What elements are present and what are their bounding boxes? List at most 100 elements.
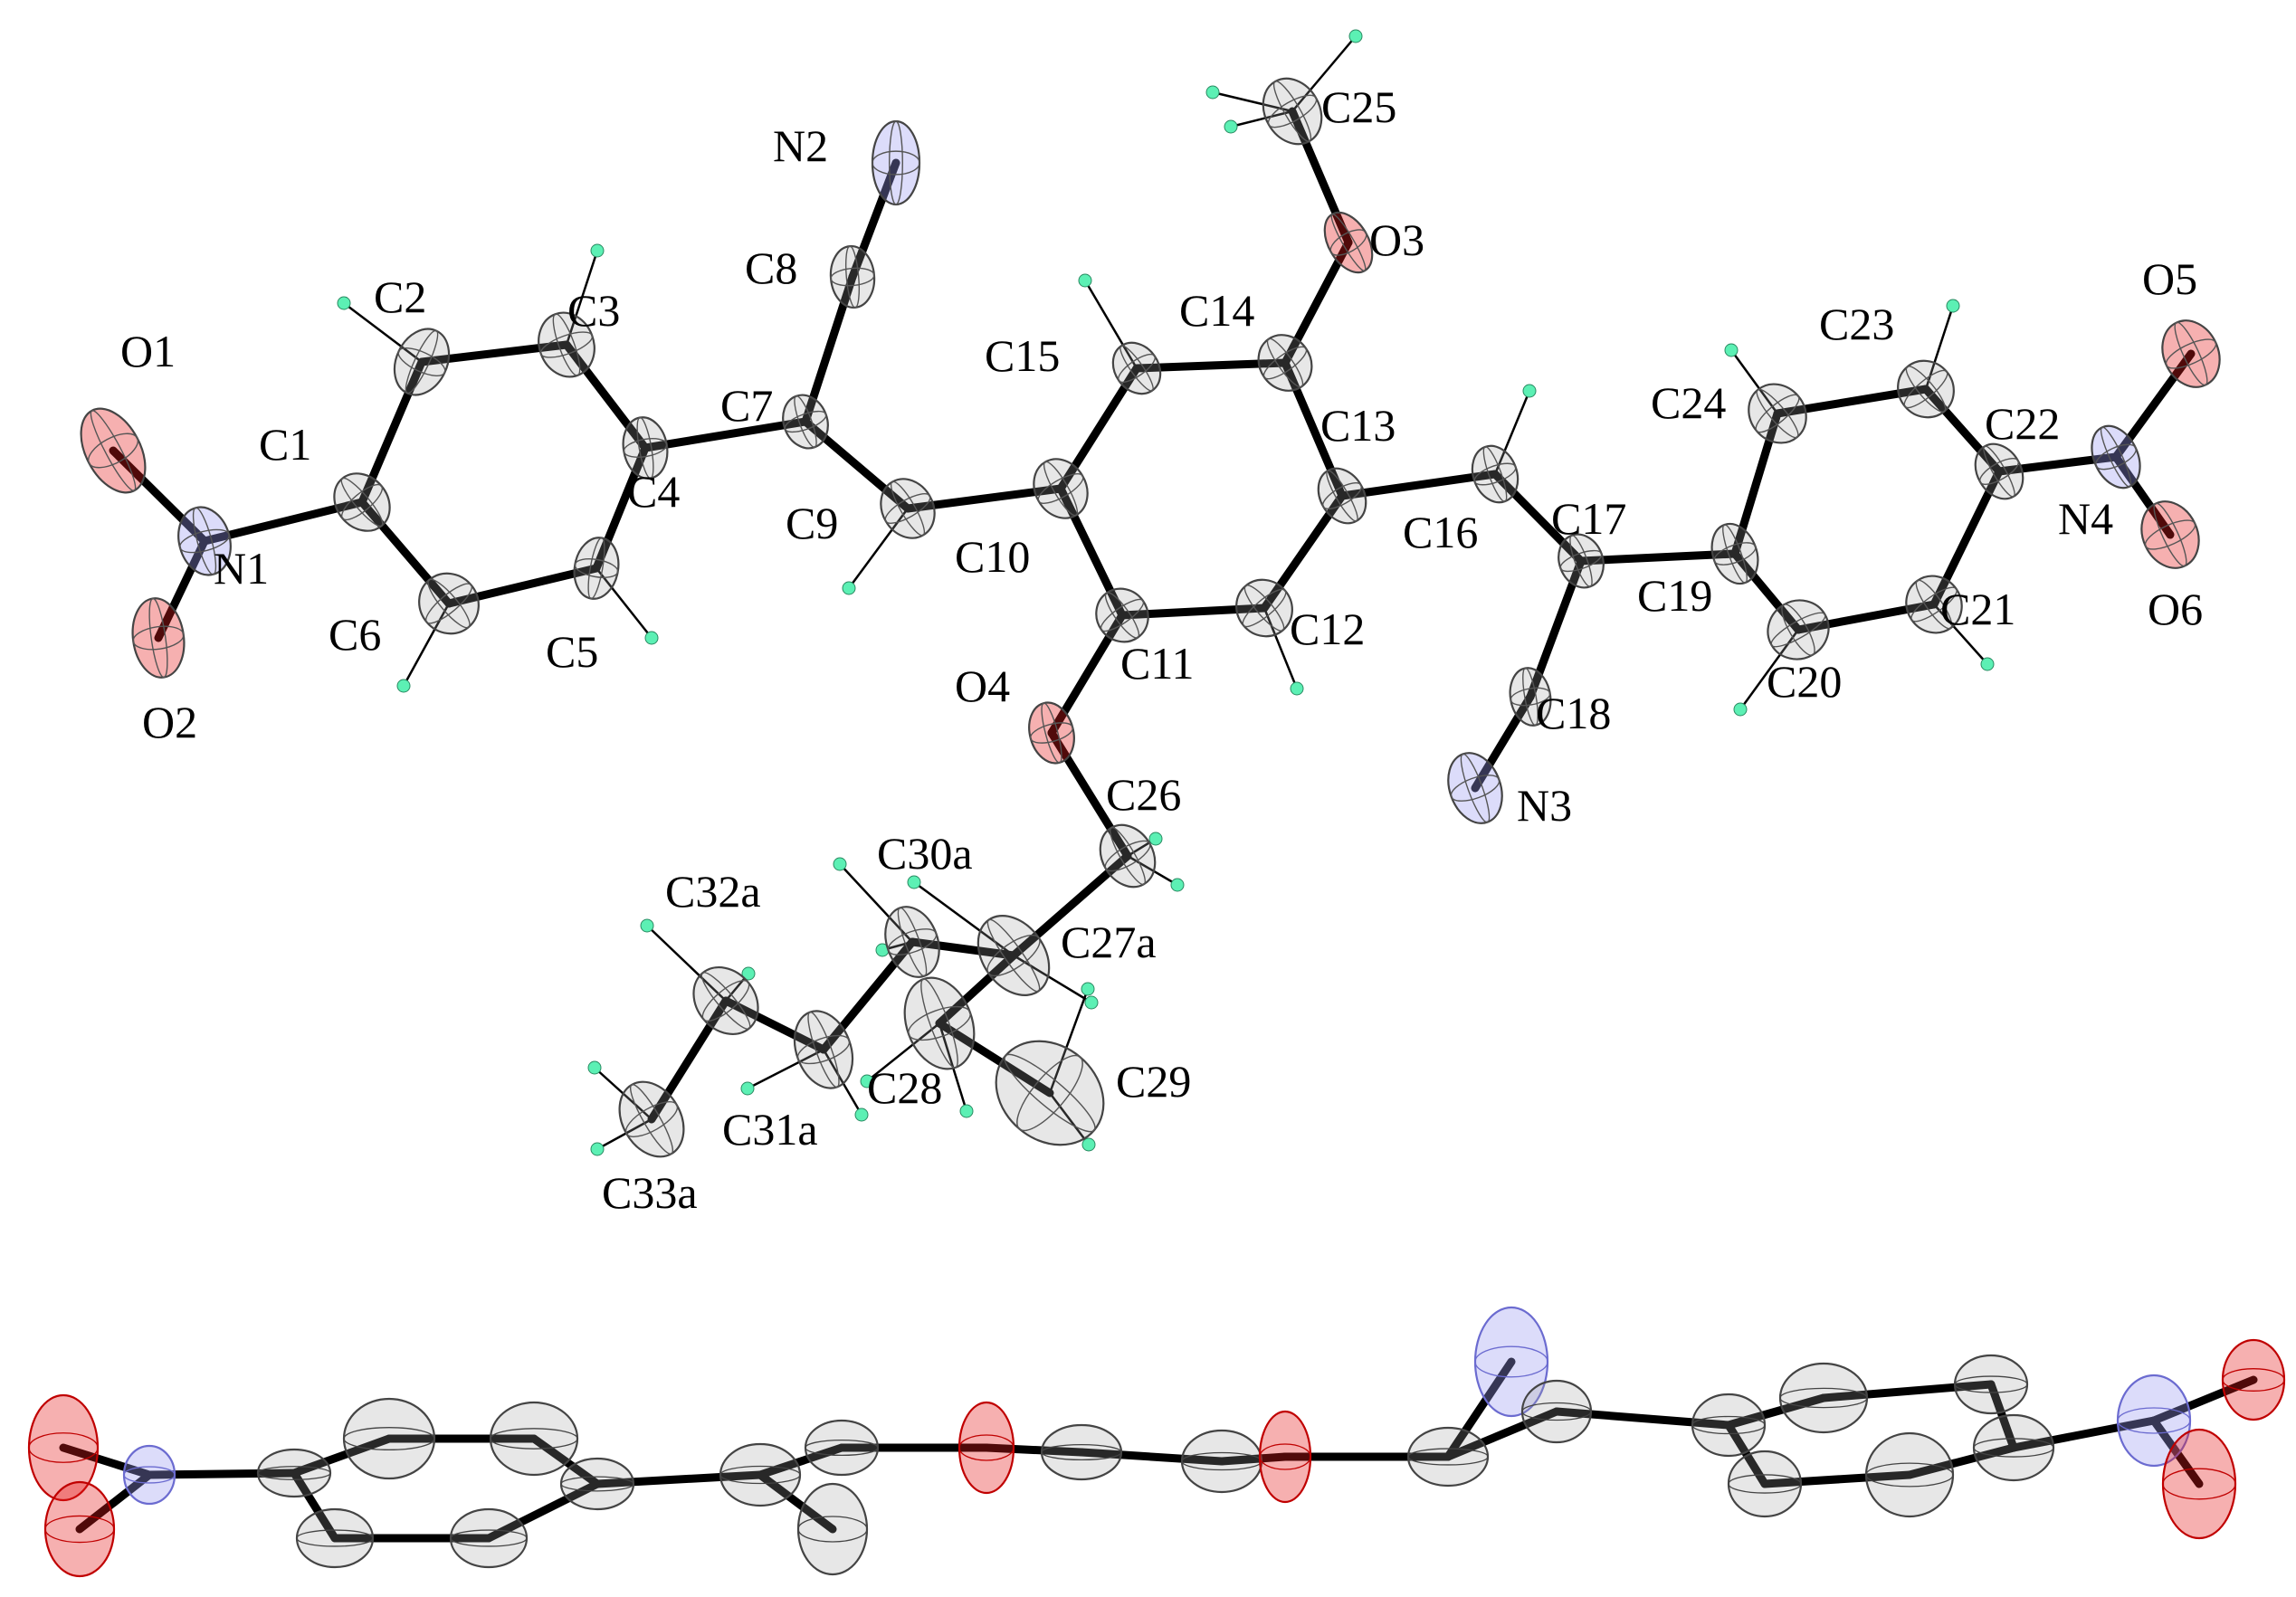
hydrogen-atom [1148, 832, 1163, 846]
side-atom [1040, 1423, 1123, 1481]
bond-c2-c3 [417, 340, 571, 366]
hydrogen-bond [1127, 854, 1178, 887]
side-atom [957, 1401, 1015, 1495]
atom-o1 [80, 407, 147, 494]
hydrogen-bond [822, 1049, 863, 1116]
side-bond [756, 1470, 837, 1534]
atom-c4 [622, 416, 669, 480]
atom-label-n3: N3 [1517, 780, 1572, 831]
atom-label-c14: C14 [1179, 285, 1254, 336]
atom-c1 [333, 472, 391, 532]
atom-label-c16: C16 [1403, 507, 1478, 557]
side-bond [145, 1469, 299, 1479]
atom-c7 [782, 394, 829, 450]
hydrogen-atom [1081, 1137, 1096, 1152]
hydrogen-atom [1205, 85, 1220, 100]
side-bond [982, 1443, 1086, 1457]
atom-label-c21: C21 [1940, 584, 2015, 634]
atom-label-c5: C5 [546, 626, 598, 677]
hydrogen-bond [1083, 280, 1138, 369]
atom-label-c13: C13 [1320, 400, 1396, 451]
hydrogen-bond [1262, 607, 1299, 689]
hydrogen-atom [842, 581, 856, 595]
atom-label-n4: N4 [2058, 493, 2113, 544]
atom-label-c28: C28 [867, 1062, 942, 1113]
hydrogen-bond [343, 302, 423, 363]
side-bond [1077, 1448, 1226, 1466]
atom-label-c3: C3 [567, 285, 620, 336]
bond-c22-c23 [1921, 385, 2004, 476]
atom-c13 [1317, 467, 1367, 525]
atom-c11 [1095, 587, 1149, 643]
atom-label-c29: C29 [1116, 1056, 1191, 1107]
side-bond [2149, 1375, 2258, 1425]
side-atom [1180, 1429, 1263, 1494]
hydrogen-bond [646, 925, 727, 1002]
side-atom [719, 1442, 802, 1507]
atom-c17 [1558, 533, 1605, 589]
hydrogen-bond [747, 1048, 824, 1090]
side-bond [1217, 1452, 1290, 1466]
side-atom [1727, 1450, 1803, 1518]
bond-c5-c6 [444, 564, 601, 608]
bond-c27a-c28 [935, 951, 1018, 1028]
side-atom [1953, 1354, 2029, 1415]
side-atom [1691, 1393, 1767, 1458]
atom-label-c23: C23 [1819, 299, 1894, 349]
bond-c23-c24 [1773, 385, 1930, 418]
side-bond [1552, 1407, 1733, 1430]
atom-label-c27a: C27a [1061, 917, 1157, 967]
hydrogen-atom [860, 1074, 874, 1088]
hydrogen-atom [590, 243, 605, 258]
hydrogen-atom [1170, 878, 1185, 892]
atom-label-c10: C10 [955, 531, 1030, 582]
hydrogen-atom [1348, 29, 1363, 43]
side-atom [1778, 1362, 1869, 1434]
side-bond [529, 1434, 602, 1488]
side-atom [1972, 1413, 2055, 1482]
atom-label-c24: C24 [1651, 377, 1726, 428]
molecule-side-view [27, 1306, 2286, 1578]
bond-c11-c12 [1118, 604, 1269, 620]
atom-c27a [977, 915, 1051, 996]
atom-label-c20: C20 [1767, 656, 1842, 707]
side-bond [593, 1470, 765, 1488]
hydrogen-bond [1291, 35, 1357, 112]
atom-c2 [393, 328, 451, 396]
atom-label-c9: C9 [786, 498, 838, 548]
hydrogen-bond [1729, 349, 1779, 414]
bond-c4-c7 [641, 417, 810, 452]
atom-c30a [884, 906, 940, 978]
bond-c6-c1 [357, 498, 453, 608]
hydrogen-atom [337, 296, 351, 310]
atom-c16 [1471, 444, 1520, 504]
atom-label-c15: C15 [985, 330, 1060, 381]
hydrogen-bond [596, 1117, 653, 1151]
side-atom [43, 1480, 116, 1578]
bond-c24-c19 [1730, 409, 1782, 558]
hydrogen-bond [402, 603, 451, 687]
side-atom [449, 1507, 529, 1569]
side-atom [1864, 1431, 1955, 1518]
atom-c33a [618, 1080, 685, 1158]
hydrogen-atom [640, 918, 654, 933]
side-bond [2149, 1416, 2204, 1488]
hydrogen-atom [587, 1060, 602, 1075]
atom-n3 [1447, 752, 1503, 824]
atom-label-c26: C26 [1106, 769, 1181, 820]
side-atom [2161, 1428, 2237, 1540]
bond-c17-c19 [1577, 549, 1739, 566]
hydrogen-atom [644, 631, 659, 645]
atom-label-c8: C8 [745, 242, 797, 293]
atom-c20 [1767, 599, 1830, 661]
atom-label-c11: C11 [1120, 638, 1195, 689]
atom-label-o6: O6 [2148, 584, 2203, 634]
atom-n2 [871, 119, 921, 206]
hydrogen-atom [1522, 384, 1537, 398]
side-bond [1819, 1380, 1996, 1402]
side-atom [256, 1448, 332, 1498]
atom-label-c4: C4 [627, 466, 680, 517]
atom-label-c19: C19 [1637, 570, 1712, 621]
